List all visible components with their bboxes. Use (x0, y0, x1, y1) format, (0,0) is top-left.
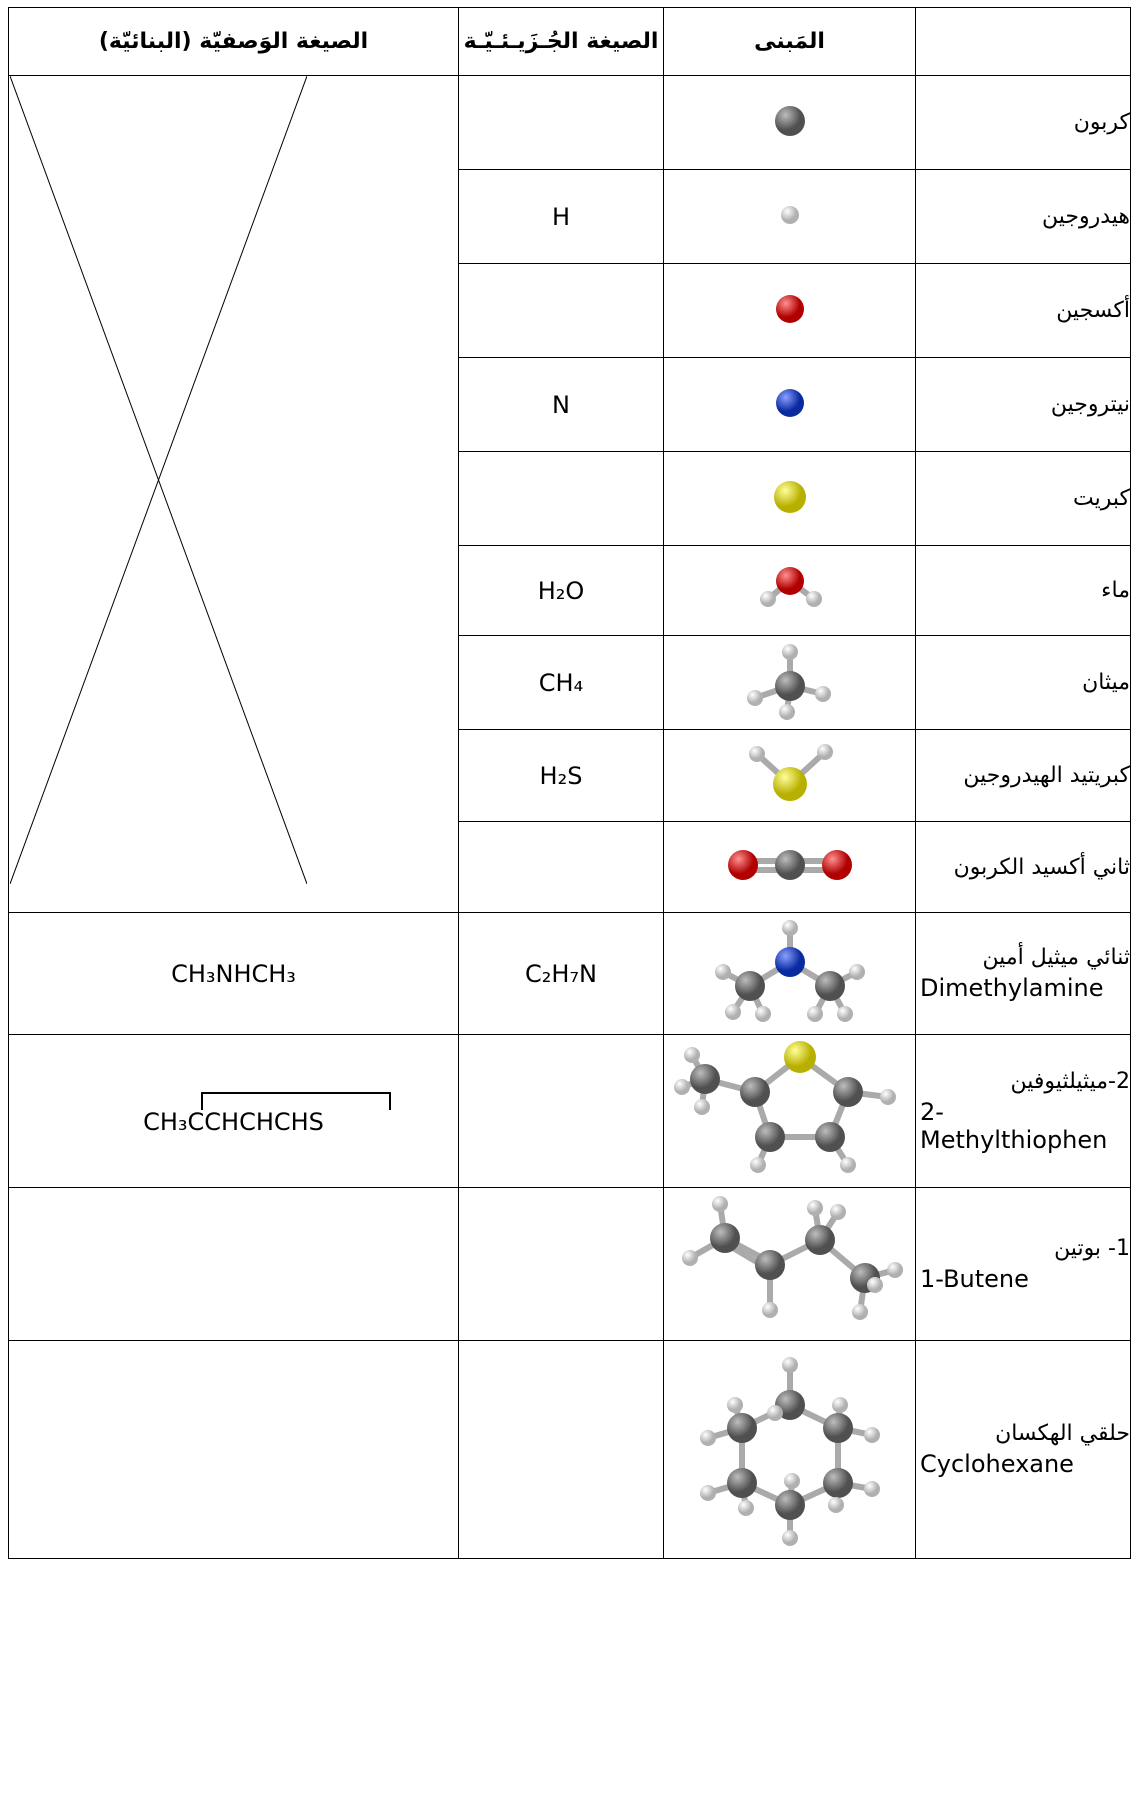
sulfur-atom-model (773, 480, 806, 513)
table-row: 2-ميثيلثيوفين 2-Methylthiophen CH₃CCHCHCH… (8, 1034, 1131, 1188)
hydrogen-atom-model (780, 205, 799, 224)
molecular-formula: H₂O (458, 545, 664, 636)
ring-bracket (201, 1092, 392, 1110)
name-arabic: أكسجين (1056, 298, 1130, 323)
name-english: Cyclohexane (920, 1450, 1074, 1478)
molecules-table: المَبنى الصيغة الجُـزَيـئـيّـة الصيغة ال… (8, 7, 1131, 1559)
carbon-dioxide-model (727, 850, 852, 880)
molecular-formula (458, 75, 664, 170)
cyclohexane-model (699, 1356, 880, 1546)
name-arabic: كبريتيد الهيدروجين (963, 763, 1130, 788)
water-molecule-model (759, 566, 822, 607)
table-row: كبريت (9, 451, 1131, 546)
carbon-atom-model (774, 105, 805, 136)
hydrogen-sulfide-model (748, 743, 833, 801)
name-arabic: كبريت (1073, 486, 1130, 511)
oxygen-atom-model (775, 294, 804, 323)
nitrogen-atom-model (775, 388, 804, 417)
structural-formula (8, 1340, 459, 1559)
methylthiophen-model (673, 1040, 896, 1173)
name-arabic: ثاني أكسيد الكربون (953, 854, 1130, 880)
structural-formula: CH₃CCHCHCHS (143, 1108, 324, 1136)
table-row: ثنائي ميثيل أمين Dimethylamine C₂H₇N CH₃N… (8, 912, 1131, 1035)
name-arabic: ماء (1101, 578, 1130, 603)
table-row: كبريتيد الهيدروجين H₂S (9, 729, 1131, 822)
molecular-formula: N (458, 357, 664, 452)
name-arabic: هيدروجين (1041, 204, 1130, 229)
molecular-formula (458, 1187, 664, 1341)
molecular-formula: H₂S (458, 729, 664, 822)
header-structural-formula: الصيغة الوَصفيّة (البنائيّة) (8, 7, 459, 76)
structural-formula (8, 1187, 459, 1341)
molecular-formula (458, 1340, 664, 1559)
molecular-formula: CH₄ (458, 635, 664, 730)
name-arabic: 1- بوتين (1054, 1235, 1130, 1261)
ring-structural-formula: CH₃CCHCHCHS (143, 1086, 392, 1136)
table-row: ميثان CH₄ (9, 635, 1131, 730)
name-arabic: ثنائي ميثيل أمين (982, 945, 1130, 970)
molecular-formula (458, 1034, 664, 1188)
molecular-formula (458, 821, 664, 913)
table-row: 1- بوتين 1-Butene (8, 1187, 1131, 1341)
table-row: ثاني أكسيد الكربون (9, 821, 1131, 913)
header-name (915, 7, 1131, 76)
methane-molecule-model (746, 644, 831, 720)
butene-model (681, 1195, 903, 1320)
header-molecular-formula: الصيغة الجُـزَيـئـيّـة (458, 7, 664, 76)
name-arabic: نيتروجين (1050, 392, 1130, 417)
name-english: Dimethylamine (920, 974, 1104, 1002)
table-row: أكسجين (9, 263, 1131, 358)
header-row: المَبنى الصيغة الجُـزَيـئـيّـة الصيغة ال… (8, 7, 1131, 76)
dimethylamine-model (714, 920, 865, 1022)
name-english: 1-Butene (920, 1264, 1029, 1293)
table-row: كربون (8, 75, 1131, 913)
molecular-formula (458, 263, 664, 358)
molecular-formula: H (458, 169, 664, 264)
molecular-formula (458, 451, 664, 546)
name-english: 2-Methylthiophen (920, 1097, 1108, 1154)
name-arabic: حلقي الهكسان (995, 1421, 1130, 1446)
name-arabic: 2-ميثيلثيوفين (1010, 1068, 1130, 1094)
name-arabic: ميثان (1082, 670, 1130, 695)
table-row: ماء H₂O (9, 545, 1131, 636)
molecular-formula: C₂H₇N (458, 912, 664, 1035)
name-arabic: كربون (1073, 110, 1130, 135)
structural-formula: CH₃NHCH₃ (8, 912, 459, 1035)
header-model: المَبنى (663, 7, 916, 76)
table-row: حلقي الهكسان Cyclohexane (8, 1340, 1131, 1559)
table-row: هيدروجين H (9, 169, 1131, 264)
